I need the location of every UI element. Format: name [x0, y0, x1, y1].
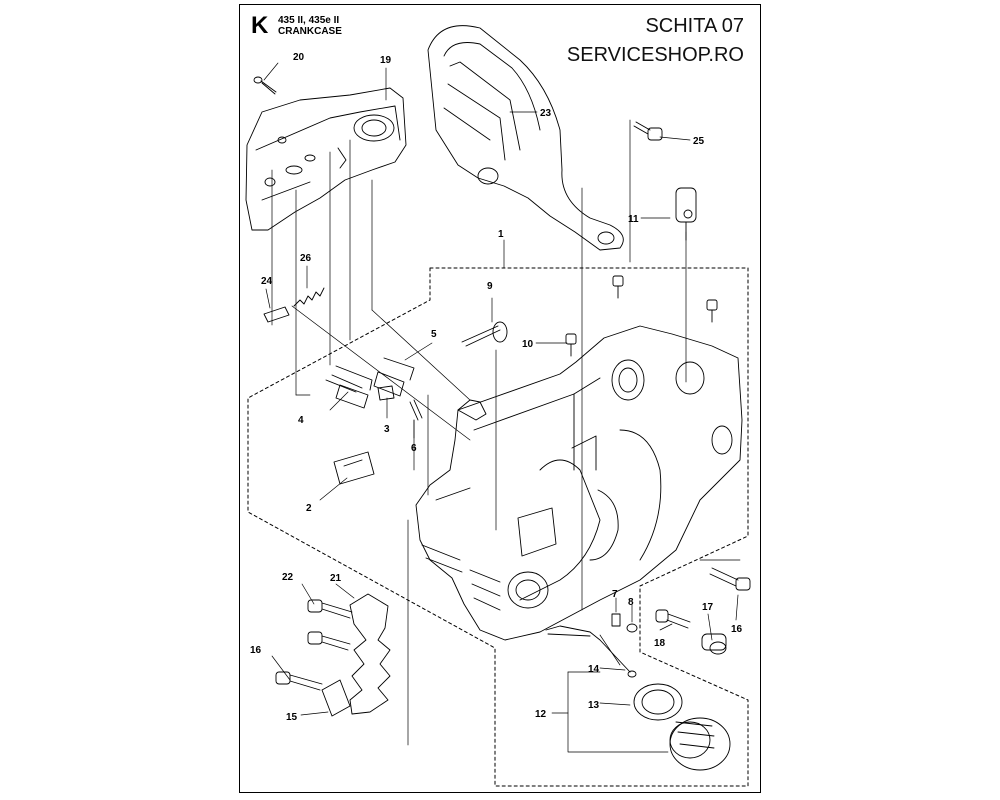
callout-6: 6: [411, 443, 417, 454]
part-13-seal: [633, 683, 683, 721]
callout-4: 4: [298, 415, 304, 426]
callout-12: 12: [535, 709, 547, 720]
callout-18: 18: [654, 638, 666, 649]
callout-5: 5: [431, 329, 437, 340]
part-10-screw: [565, 333, 577, 357]
section-title: 435 II, 435e II CRANKCASE: [278, 15, 342, 37]
part-20-screw: [253, 76, 277, 95]
part-8-cap: [626, 623, 638, 633]
shop-name: SERVICESHOP.RO: [566, 44, 744, 66]
part-23-front-handle: [427, 25, 624, 251]
diagram-frame: [239, 4, 761, 793]
part-1-crankcase: [415, 325, 743, 641]
part-24-pad: [263, 306, 290, 323]
callout-16: 16: [250, 645, 262, 656]
section-name: CRANKCASE: [278, 26, 342, 37]
callout-24: 24: [261, 276, 273, 287]
part-14-hose: [545, 625, 637, 678]
part-6-pin: [409, 399, 423, 421]
callout-9: 9: [487, 281, 493, 292]
callout-11: 11: [628, 214, 639, 225]
model-line: 435 II, 435e II: [278, 15, 340, 26]
callout-7: 7: [612, 589, 618, 600]
part-25-bolt: [633, 121, 663, 141]
assembly-boundary-main: [247, 267, 749, 787]
callout-21: 21: [330, 573, 342, 584]
part-4-stud: [325, 365, 373, 409]
callout-2: 2: [306, 503, 312, 514]
callout-25: 25: [693, 136, 705, 147]
callout-15: 15: [286, 712, 298, 723]
callout-23: 23: [540, 108, 552, 119]
callout-10: 10: [522, 339, 534, 350]
part-26-spring: [293, 287, 325, 307]
part-12-cap: [669, 717, 731, 771]
part-16-screw-right: [709, 567, 751, 591]
callout-labels: 1 2 3 4 5 6 7 8 9 10 11 12 13 14 15 16 1…: [250, 52, 743, 723]
part-15-plate: [321, 679, 351, 717]
part-2-bracket: [333, 451, 375, 485]
shop-header: SCHITA 07 SERVICESHOP.RO: [567, 12, 744, 70]
callout-8: 8: [628, 597, 634, 608]
callout-22: 22: [282, 572, 294, 583]
leader-lines: [263, 62, 741, 753]
callout-1: 1: [498, 229, 504, 240]
callout-16: 16: [731, 624, 743, 635]
callout-20: 20: [293, 52, 305, 63]
section-letter: K: [251, 12, 269, 39]
callout-3: 3: [384, 424, 390, 435]
callout-26: 26: [300, 253, 312, 264]
part-5-stud: [373, 357, 415, 397]
part-11-clamp: [675, 187, 697, 241]
callout-13: 13: [588, 700, 600, 711]
part-21-bumper-spike: [349, 593, 391, 715]
part-3-block: [377, 385, 395, 401]
part-19-side-plate: [245, 87, 407, 231]
part-7-plug: [611, 613, 621, 627]
schema-label: SCHITA 07: [645, 15, 744, 37]
callout-17: 17: [702, 602, 714, 613]
part-9-valve: [461, 321, 508, 347]
part-22-screw: [307, 599, 353, 651]
callout-19: 19: [380, 55, 392, 66]
part-18-screw: [655, 609, 691, 629]
extra-screws: [612, 275, 718, 323]
part-16-screw-left: [275, 671, 323, 691]
part-17-bushing: [701, 633, 727, 655]
callout-14: 14: [588, 664, 600, 675]
